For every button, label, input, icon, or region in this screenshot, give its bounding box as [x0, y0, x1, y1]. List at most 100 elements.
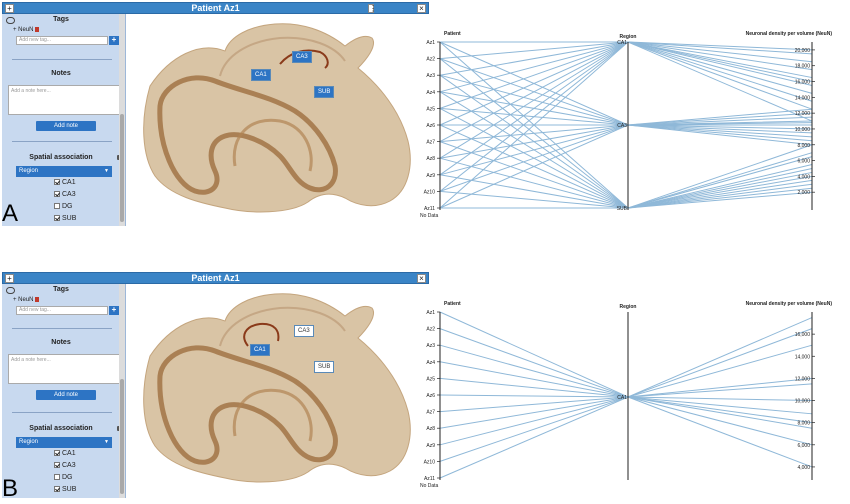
region-label-ca1[interactable]: CA1 [250, 344, 270, 356]
checkbox-icon[interactable] [54, 191, 60, 198]
checkbox-icon[interactable] [54, 203, 60, 210]
notes-textarea[interactable]: Add a note here... [8, 354, 122, 384]
patient-window: + Patient Az1 × Tags + NeuN Add new tag.… [2, 272, 429, 498]
stained-layer [157, 75, 338, 195]
checkbox-icon[interactable] [54, 215, 60, 222]
hippocampus-image[interactable] [130, 16, 427, 226]
data-line [439, 361, 813, 398]
spatial-association-title: Spatial association [29, 154, 93, 161]
tick-label-density: 6,000 [797, 443, 810, 449]
checkbox-sub[interactable]: SUB [54, 215, 76, 223]
checkbox-label: CA3 [62, 191, 76, 198]
ca3-highlight [279, 49, 329, 69]
checkbox-sub[interactable]: SUB [54, 486, 76, 494]
window-titlebar[interactable]: + Patient Az1 ⋮ × [2, 2, 429, 14]
add-window-button[interactable]: + [5, 4, 14, 13]
tick-label-patient: Az1 [426, 40, 435, 46]
add-tag-button[interactable]: + [109, 306, 119, 315]
checkbox-label: DG [62, 474, 73, 481]
region-label-sub[interactable]: SUB [314, 361, 335, 373]
no-data-label: No Data [420, 483, 439, 489]
tissue-image-viewer[interactable]: CA3 CA1 SUB [130, 16, 427, 226]
checkbox-icon[interactable] [54, 450, 60, 457]
tissue-fold [219, 36, 346, 77]
checkbox-ca3[interactable]: CA3 [54, 462, 76, 470]
tick-label-patient: Az11 [424, 476, 435, 482]
sidebar-scrollbar[interactable] [119, 284, 125, 498]
checkbox-label: CA3 [62, 462, 76, 469]
data-line [439, 396, 813, 462]
checkbox-ca1[interactable]: CA1 [54, 450, 76, 458]
spatial-association-title: Spatial association [29, 425, 93, 432]
divider [12, 141, 112, 142]
checkbox-label: DG [62, 203, 73, 210]
tags-title: Tags [53, 16, 69, 23]
delete-tag-icon[interactable] [34, 27, 39, 32]
no-data-label: No Data [420, 213, 439, 219]
divider [12, 412, 112, 413]
region-label-ca3[interactable]: CA3 [292, 51, 312, 63]
tick-label-patient: Az2 [426, 327, 435, 333]
eye-icon[interactable] [6, 287, 15, 294]
close-window-button[interactable]: × [417, 274, 426, 283]
region-label-ca1[interactable]: CA1 [251, 69, 271, 81]
delete-tag-icon[interactable] [34, 297, 39, 302]
add-note-button[interactable]: Add note [36, 390, 96, 400]
add-window-button[interactable]: + [5, 274, 14, 283]
checkbox-label: SUB [62, 215, 77, 222]
tick-label-density: 12,000 [795, 111, 811, 117]
eye-icon[interactable] [6, 17, 15, 24]
new-tag-input[interactable]: Add new tag... [16, 306, 108, 315]
scrollbar-thumb[interactable] [120, 114, 124, 222]
region-label-ca3[interactable]: CA3 [294, 325, 314, 337]
checkbox-dg[interactable]: DG [54, 474, 73, 482]
tick-label-patient: Az7 [426, 410, 435, 416]
tick-label-patient: Az11 [424, 206, 435, 212]
tissue-image-viewer[interactable]: CA3 CA1 SUB [130, 286, 427, 496]
checkbox-icon[interactable] [54, 474, 60, 481]
checkbox-ca1[interactable]: CA1 [54, 179, 76, 187]
checkbox-ca3[interactable]: CA3 [54, 191, 76, 199]
tick-label-patient: Az3 [426, 343, 435, 349]
window-titlebar[interactable]: + Patient Az1 × [2, 272, 429, 284]
checkbox-icon[interactable] [54, 486, 60, 493]
axis-title-patient: Patient [444, 31, 461, 37]
checkbox-label: SUB [62, 486, 77, 493]
region-label-sub[interactable]: SUB [314, 86, 335, 98]
tick-label-region: CA1 [617, 395, 627, 401]
tick-label-region: CA3 [617, 123, 627, 129]
new-tag-input[interactable]: Add new tag... [16, 36, 108, 45]
tag-label: NeuN [18, 297, 34, 304]
tick-label-density: 14,000 [795, 95, 811, 101]
tissue-fold [219, 306, 346, 347]
axis-title-density: Neuronal density per volume (NeuN) [746, 301, 833, 307]
tag-item: + NeuN [13, 27, 39, 33]
tick-label-patient: Az2 [426, 57, 435, 63]
close-window-button[interactable]: × [417, 4, 426, 13]
tick-label-region: SUB [617, 206, 628, 212]
sidebar-scrollbar[interactable] [119, 14, 125, 226]
data-line [439, 328, 813, 398]
tick-label-density: 8,000 [797, 421, 810, 427]
divider [12, 328, 112, 329]
tick-label-density: 20,000 [795, 48, 811, 54]
tick-label-density: 8,000 [797, 143, 810, 149]
panel-b: + Patient Az1 × Tags + NeuN Add new tag.… [0, 270, 850, 504]
data-line [439, 41, 813, 109]
window-menu-icon[interactable]: ⋮ [368, 4, 377, 13]
region-select[interactable]: Region▼ [16, 166, 112, 177]
notes-textarea[interactable]: Add a note here... [8, 85, 122, 115]
add-tag-button[interactable]: + [109, 36, 119, 45]
region-select[interactable]: Region▼ [16, 437, 112, 448]
checkbox-icon[interactable] [54, 462, 60, 469]
scrollbar-thumb[interactable] [120, 379, 124, 494]
checkbox-dg[interactable]: DG [54, 203, 73, 211]
hippocampus-image[interactable] [130, 286, 427, 496]
tick-label-density: 2,000 [797, 190, 810, 196]
checkbox-icon[interactable] [54, 179, 60, 186]
add-note-button[interactable]: Add note [36, 121, 96, 131]
notes-title: Notes [51, 70, 71, 77]
dentate-gyrus [232, 118, 313, 172]
